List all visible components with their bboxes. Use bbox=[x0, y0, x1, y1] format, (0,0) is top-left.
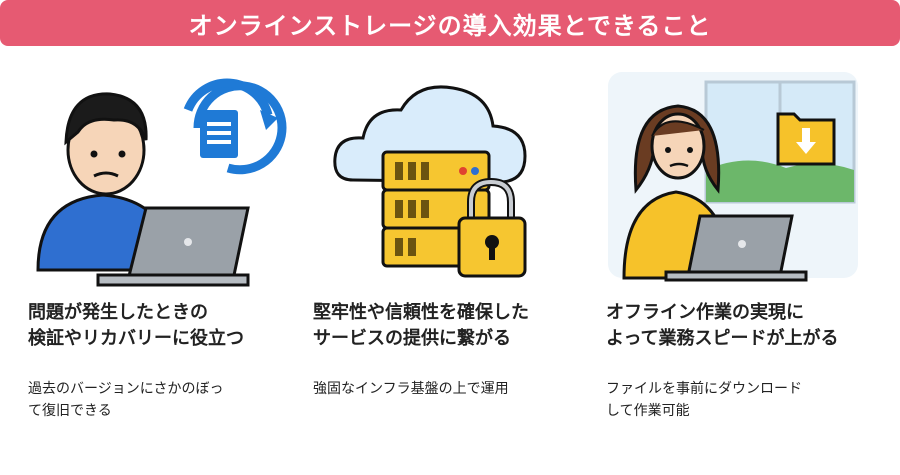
cloud-server-lock-illustration bbox=[333, 85, 527, 278]
page-title: オンラインストレージの導入効果とできること bbox=[188, 11, 712, 40]
feature-card-offline: オフライン作業の実現に よって業務スピードが上がる ファイルを事前にダウンロード… bbox=[606, 70, 876, 422]
feature-description: 過去のバージョンにさかのぼっ て復旧できる bbox=[28, 381, 224, 419]
feature-card-reliability: 堅牢性や信頼性を確保した サービスの提供に繋がる 強固なインフラ基盤の上で運用 bbox=[313, 70, 583, 400]
feature-heading: オフライン作業の実現に よって業務スピードが上がる bbox=[606, 302, 839, 349]
feature-description: 強固なインフラ基盤の上で運用 bbox=[313, 381, 509, 397]
feature-heading: 問題が発生したときの 検証やリカバリーに役立つ bbox=[28, 302, 244, 349]
download-folder-icon bbox=[776, 112, 836, 166]
woman-offline-work-illustration bbox=[608, 72, 858, 282]
feature-card-recovery: 問題が発生したときの 検証やリカバリーに役立つ 過去のバージョンにさかのぼっ て… bbox=[28, 70, 298, 422]
document-sync-icon bbox=[183, 78, 287, 175]
person-laptop-sync-illustration bbox=[36, 78, 287, 287]
feature-description: ファイルを事前にダウンロード して作業可能 bbox=[606, 381, 802, 419]
padlock-icon bbox=[457, 177, 527, 278]
feature-heading: 堅牢性や信頼性を確保した サービスの提供に繋がる bbox=[313, 302, 529, 349]
title-banner: オンラインストレージの導入効果とできること bbox=[0, 0, 900, 46]
